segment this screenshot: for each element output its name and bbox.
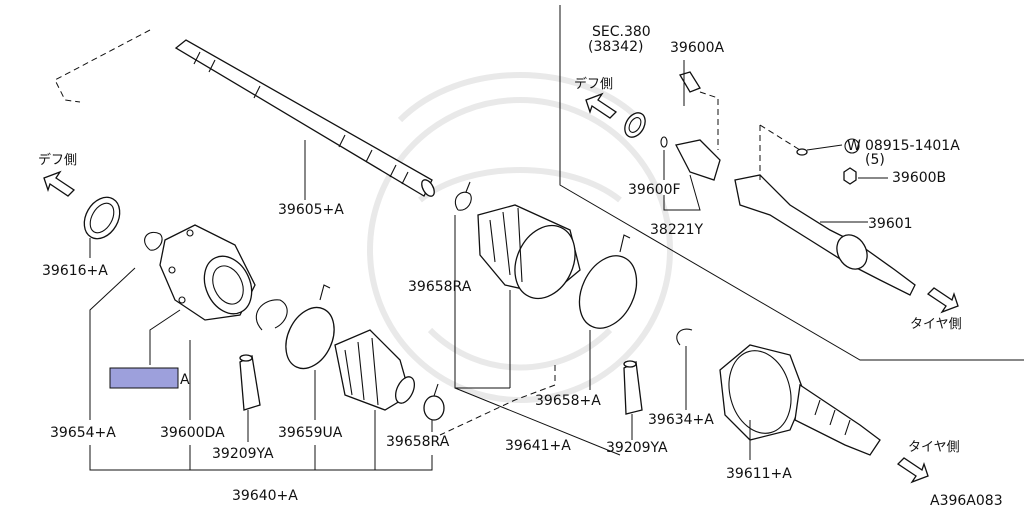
washer-08915 (796, 144, 843, 156)
snap-ring-left (144, 232, 163, 251)
snap-ring-39600da (255, 299, 288, 331)
inset-border (559, 5, 1024, 361)
label-39600da: 39600DA (160, 425, 225, 441)
bearing-seal (624, 112, 646, 138)
label-39640: 39640+A (232, 488, 298, 504)
label-39605: 39605+A (278, 202, 344, 218)
grease-tube-right (623, 360, 643, 415)
label-39611: 39611+A (726, 466, 792, 482)
highlight-box (109, 367, 179, 389)
label-08915: 08915-1401A (865, 138, 960, 154)
grease-tube-left (239, 354, 261, 411)
arrow-diff-left (43, 170, 76, 197)
tire-side-upper: タイヤ側 (910, 317, 962, 332)
band-39658a (578, 234, 638, 329)
label-39600a: 39600A (670, 40, 725, 56)
label-sec380: SEC.380 (592, 24, 651, 40)
label-39658a: 39658+A (535, 393, 601, 409)
snap-ring-39634 (676, 328, 693, 346)
highlight-letter: A (180, 372, 190, 388)
housing-39654 (159, 224, 256, 321)
band-39659ua (285, 284, 335, 370)
tire-side-lower: タイヤ側 (908, 440, 960, 455)
leader-lines (89, 60, 888, 471)
boot-ring-39616 (83, 196, 121, 240)
bolt-39600a (679, 71, 719, 150)
band-39658ra-upper (454, 181, 472, 211)
flange-38221y (660, 136, 721, 181)
part-labels: 39605+A 39616+A 39654+A 39600DA 39209YA … (42, 24, 1003, 509)
axle-shaft-39605 (54, 29, 435, 197)
diff-side-left: デフ側 (38, 152, 77, 168)
label-39209ya-1: 39209YA (212, 446, 274, 462)
label-39654: 39654+A (50, 425, 116, 441)
label-38221y: 38221Y (650, 222, 704, 238)
arrow-tire-upper (926, 287, 959, 314)
label-39658ra-1: 39658RA (386, 434, 450, 450)
diagram-code: A396A083 (930, 493, 1003, 509)
diff-side-right: デフ側 (574, 76, 613, 92)
arrow-tire-lower (896, 457, 929, 484)
arrow-diff-right (585, 92, 618, 119)
label-qty5: (5) (865, 152, 885, 168)
label-39209ya-2: 39209YA (606, 440, 668, 456)
label-39659ua: 39659UA (278, 425, 343, 441)
boot-center (477, 204, 581, 300)
boot-left (334, 329, 416, 411)
label-39658ra-2: 39658RA (408, 279, 472, 295)
w-circle (844, 138, 860, 154)
label-39600f: 39600F (628, 182, 681, 198)
label-39641: 39641+A (505, 438, 571, 454)
label-39600b: 39600B (892, 170, 946, 186)
label-39634: 39634+A (648, 412, 714, 428)
nut-39600b (843, 167, 857, 185)
direction-labels: デフ側 デフ側 タイヤ側 タイヤ側 (38, 76, 962, 455)
label-38342: (38342) (588, 39, 643, 55)
label-39616: 39616+A (42, 263, 108, 279)
shaft-39601 (734, 124, 916, 296)
outer-joint-39611 (719, 344, 881, 456)
label-39601: 39601 (868, 216, 913, 232)
band-small-39658ra (423, 383, 445, 421)
